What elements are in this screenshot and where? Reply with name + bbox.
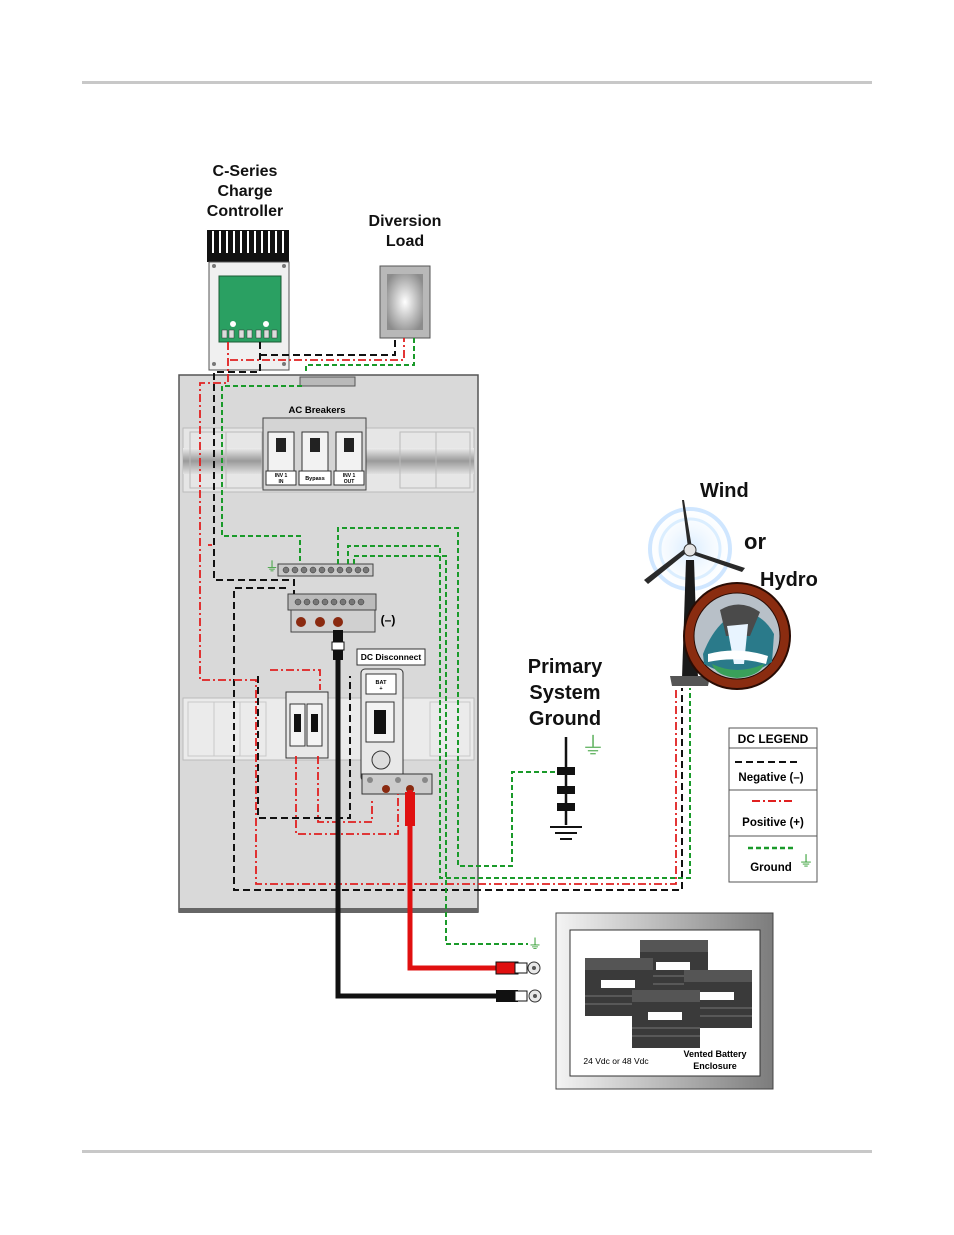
breaker-inv1-in[interactable]: INV 1 IN	[266, 432, 296, 485]
battery-enclosure-label-2: Enclosure	[693, 1061, 737, 1071]
breaker-bypass[interactable]: Bypass	[299, 432, 331, 485]
ac-breakers: AC Breakers INV 1 IN Bypass INV 1 OUT	[263, 405, 366, 490]
svg-text:OUT: OUT	[344, 479, 355, 485]
legend-ground-label: Ground	[750, 862, 792, 874]
primary-ground-symbol-icon: ⏚	[581, 733, 605, 760]
hydro-waterfall-icon	[684, 583, 790, 689]
svg-text:Bypass: Bypass	[305, 476, 325, 482]
charge-controller	[207, 230, 289, 370]
dc-legend: DC LEGEND Negative (–) Positive (+) Grou…	[729, 728, 817, 882]
dc-disconnect-label: DC Disconnect	[361, 652, 422, 662]
legend-positive-label: Positive (+)	[742, 817, 804, 829]
battery-enclosure-label-1: Vented Battery	[683, 1049, 746, 1059]
battery-enclosure: 24 Vdc or 48 Vdc Vented Battery Enclosur…	[556, 913, 773, 1089]
legend-negative-label: Negative (–)	[738, 772, 803, 784]
ground-rod-icon: ⏚	[550, 733, 605, 839]
legend-ground-icon: ⏚	[798, 853, 813, 870]
svg-text:+: +	[379, 686, 382, 692]
breaker-inv1-out[interactable]: INV 1 OUT	[334, 432, 364, 485]
svg-text:IN: IN	[279, 479, 284, 485]
battery-voltage-label: 24 Vdc or 48 Vdc	[583, 1056, 649, 1066]
legend-title: DC LEGEND	[738, 732, 809, 746]
ground-bus-ground-icon: ⏚	[265, 559, 278, 574]
diversion-load	[380, 266, 430, 338]
battery-breaker-switch[interactable]	[374, 710, 386, 734]
dc-breakers-small	[286, 692, 328, 758]
battery-lugs: ⏚	[496, 936, 542, 1002]
ac-breakers-label: AC Breakers	[288, 405, 345, 416]
battery-ground-lug-icon: ⏚	[528, 936, 542, 952]
negative-bus-label: (–)	[381, 613, 396, 627]
